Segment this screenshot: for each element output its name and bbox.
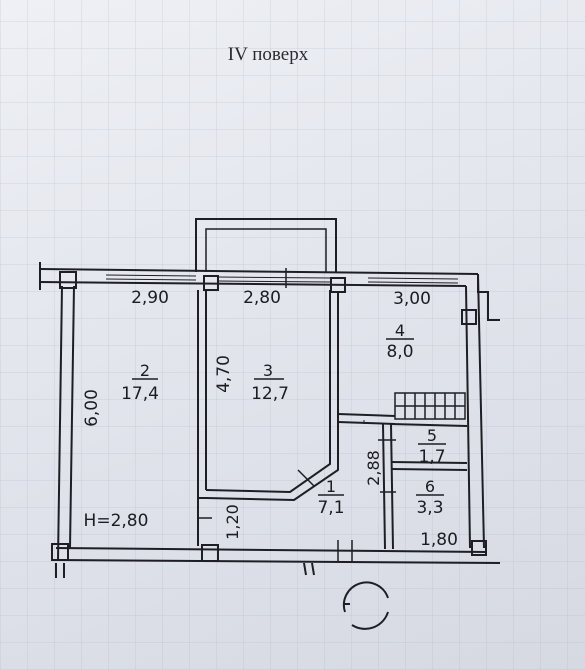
room-5-label: 5 1,7 (418, 426, 446, 467)
floor-title: IV поверх (228, 44, 309, 65)
dimension-label: 6,00 (82, 389, 102, 427)
columns (51, 271, 487, 562)
room-area: 17,4 (121, 384, 159, 404)
room-number: 4 (395, 321, 405, 340)
dimension-label: 1,20 (223, 504, 242, 540)
room-6-label: 6 3,3 (416, 477, 444, 518)
room-area: 8,0 (386, 342, 413, 362)
dimension-label: 2,80 (243, 288, 281, 308)
room-number: 2 (140, 361, 150, 380)
room-number: 5 (427, 426, 437, 445)
room-4-label: 4 8,0 (386, 321, 414, 362)
room-1-label: 1 7,1 (317, 477, 344, 518)
dimension-label: 3,00 (393, 289, 431, 309)
built-in-cabinet (394, 392, 466, 420)
entrance-mark (342, 581, 389, 630)
interior-walls (197, 268, 468, 562)
outer-walls (39, 262, 501, 578)
room-number: 1 (326, 477, 336, 496)
dimension-label: 2,88 (364, 450, 383, 486)
dimension-label: 2,90 (131, 288, 169, 308)
room-number: 6 (425, 477, 435, 496)
room-area: 3,3 (416, 498, 443, 518)
room-number: 3 (263, 361, 273, 380)
room-area: 1,7 (418, 447, 445, 467)
room-area: 7,1 (317, 498, 344, 518)
room-area: 12,7 (251, 384, 289, 404)
ceiling-height-note: H=2,80 (84, 511, 149, 531)
room-2-label: 2 17,4 (121, 361, 159, 404)
room-3-label: 3 12,7 (251, 361, 289, 404)
dimension-label: 4,70 (214, 355, 234, 393)
dimension-label: 1,80 (420, 530, 458, 550)
balcony (195, 218, 337, 272)
